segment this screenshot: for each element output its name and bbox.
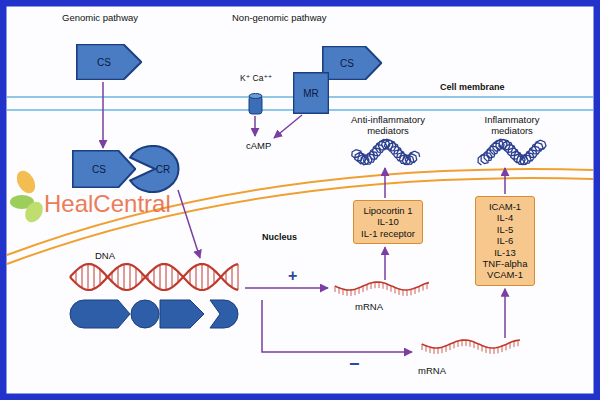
mediator-name: IL-5 [483,224,528,235]
mediator-name: ICAM-1 [483,201,528,212]
shape-label: MR [303,88,319,99]
text-label: Inflammatory mediators [472,114,552,137]
ion-channel [249,94,262,115]
mediator-name: IL-10 [361,216,415,227]
mrna-strand [335,282,429,296]
text-label: K⁺ Ca⁺⁺ [240,73,272,83]
mediator-name: IL-6 [483,235,528,246]
mediator-name: VCAM-1 [483,269,528,280]
mediator-name: IL-13 [483,247,528,258]
text-label: cAMP [246,140,271,151]
receptor-box: MR [293,72,329,114]
frame [3,3,597,397]
text-label: mRNA [355,301,383,312]
mediator-name: IL-1 receptor [361,228,415,239]
text-label: Cell membrane [440,82,505,93]
arrow [245,287,328,289]
mediator-name: Lipocortin 1 [361,205,415,216]
text-label: Non-genomic pathway [232,12,327,23]
text-label: Genomic pathway [62,12,138,23]
steroid-shape: CS [76,44,142,80]
sign-symbol: + [288,266,297,285]
receptor-dimer [70,300,238,328]
steroid-shape: CS [322,46,382,80]
watermark-logo [10,168,46,226]
text-label: DNA [95,250,115,261]
shape-outline [128,145,182,193]
steroid-shape: CS [72,150,136,188]
arrow [262,300,412,352]
shape-label: CS [340,58,354,69]
arrow [274,115,302,138]
arrow [254,116,256,136]
watermark: HealCentral [44,190,171,219]
protein-squiggle [478,139,546,165]
shape-label: CS [97,57,111,68]
text-label: Nucleus [262,232,297,243]
shape-label: CR [156,164,170,175]
shape-label: CS [92,164,106,175]
dna-helix [70,264,238,290]
connector [102,82,104,148]
mrna-strand [422,340,520,354]
mediator-name: TNF-alpha [483,258,528,269]
mediator-name: IL-4 [483,212,528,223]
sign-symbol: − [349,354,360,376]
receptor-shape: CR [128,145,182,193]
arrow [178,190,200,258]
text-label: mRNA [418,365,446,376]
mediator-box: Lipocortin 1IL-10IL-1 receptor [353,200,423,244]
text-label: Anti-inflammatory mediators [338,114,438,137]
mediator-box: ICAM-1IL-4IL-5IL-6IL-13TNF-alphaVCAM-1 [475,196,536,286]
protein-squiggle [352,139,420,165]
